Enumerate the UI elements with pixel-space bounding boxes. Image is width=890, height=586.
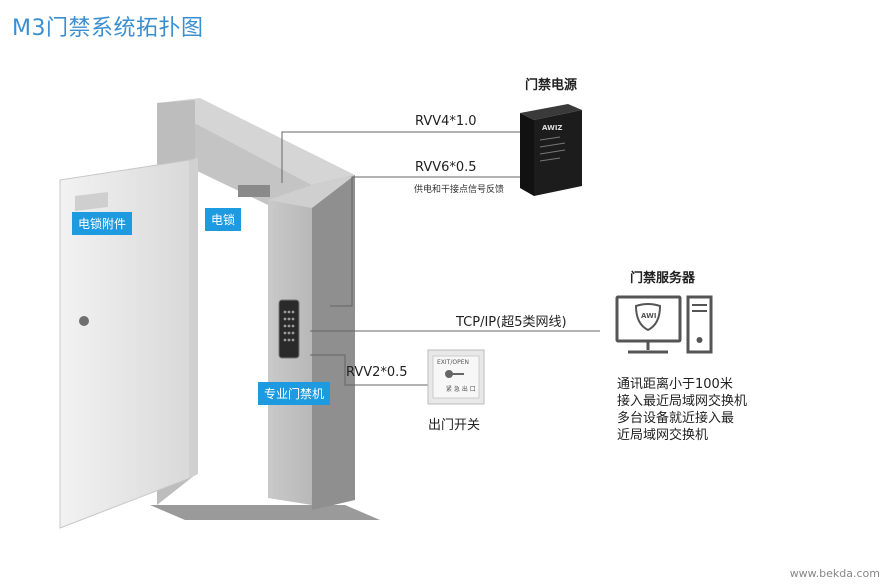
floor-shadow — [150, 505, 380, 520]
note-line: 多台设备就近接入最 — [617, 411, 735, 426]
frame-top-face — [157, 98, 355, 185]
tag-access-controller: 专业门禁机 — [258, 382, 331, 405]
frame-top-front — [157, 103, 312, 210]
server-notes: 通讯距离小于100米 接入最近局域网交换机 多台设备就近接入最 近局域网交换机 — [617, 376, 747, 444]
cable-rvv2 — [310, 354, 428, 386]
watermark: www.bekda.com — [789, 567, 880, 580]
server-logo-text: AWI — [641, 312, 657, 320]
note-line: 近局域网交换机 — [617, 428, 709, 443]
power-supply-device — [520, 104, 582, 196]
exit-switch-device — [427, 349, 485, 405]
note-line: 通讯距离小于100米 — [617, 377, 733, 392]
page-title: M3门禁系统拓扑图 — [12, 16, 204, 41]
access-controller-device — [278, 299, 300, 359]
exit-switch-brand: EXIT/OPEN — [437, 359, 469, 366]
tag-electric-lock: 电锁 — [205, 208, 242, 231]
cable-label-rvv4: RVV4*1.0 — [415, 114, 477, 129]
shield-icon — [634, 303, 662, 332]
power-supply-brand: AWIZ — [542, 124, 563, 132]
electric-lock-device — [238, 185, 270, 197]
frame-right-post-top — [268, 175, 355, 208]
cable-label-tcpip: TCP/IP(超5类网线) — [456, 315, 567, 330]
cable-lines — [281, 131, 600, 386]
cable-rvv4 — [281, 131, 524, 183]
keypad-buttons — [283, 310, 295, 342]
lock-accessory-plate — [75, 192, 108, 211]
cable-rvv6 — [330, 176, 524, 307]
exit-switch-panel-text: 紧 急 出 口 — [446, 386, 476, 393]
server-tower-device — [686, 295, 713, 354]
tag-lock-accessory: 电锁附件 — [72, 212, 133, 235]
note-line: 接入最近局域网交换机 — [617, 394, 748, 409]
cable-label-rvv6: RVV6*0.5 — [415, 160, 477, 175]
door-knob — [79, 316, 89, 326]
server-title: 门禁服务器 — [630, 271, 696, 286]
door-edge — [190, 158, 198, 478]
cable-label-rvv6-note: 供电和干接点信号反馈 — [414, 185, 505, 195]
cable-label-rvv2: RVV2*0.5 — [346, 365, 408, 380]
frame-right-post-side — [312, 175, 355, 510]
power-supply-title: 门禁电源 — [525, 78, 578, 93]
exit-switch-label: 出门开关 — [428, 418, 481, 433]
